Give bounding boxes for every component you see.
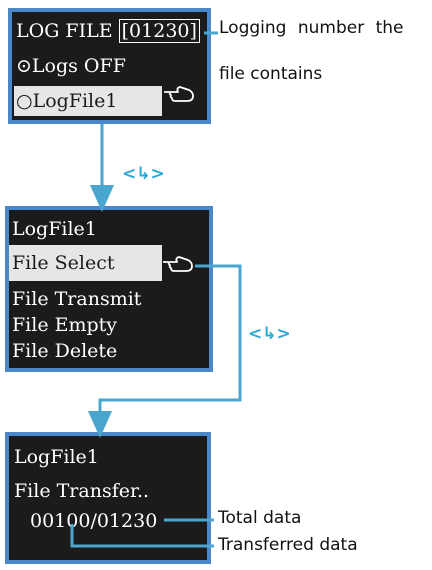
transferred-data-note: Transferred data xyxy=(218,535,358,555)
logging-number-note-line1: Logging number the xyxy=(219,18,404,38)
transfer-status: File Transfer.. xyxy=(14,480,150,502)
transfer-title: LogFile1 xyxy=(14,446,99,468)
menu-item-file-empty[interactable]: File Empty xyxy=(12,314,118,336)
log-count: [01230] xyxy=(118,19,200,43)
log-file-title: LOG FILE [01230] xyxy=(16,19,200,43)
logging-number-note-line2: file contains xyxy=(219,64,323,84)
enter-key-label-1: <↳> xyxy=(122,164,165,184)
menu-item-file-delete[interactable]: File Delete xyxy=(12,340,118,362)
transferred-data-leader xyxy=(70,524,214,548)
arrow-file-select-to-transfer xyxy=(88,264,242,438)
transfer-progress: 00100/01230 xyxy=(30,510,158,532)
menu-title: LogFile1 xyxy=(12,218,97,240)
logs-off-option[interactable]: ⊙Logs OFF xyxy=(16,55,126,77)
enter-key-label-2: <↳> xyxy=(248,324,291,344)
logfile1-option[interactable]: ○LogFile1 xyxy=(14,86,162,116)
menu-item-file-transmit[interactable]: File Transmit xyxy=(12,288,142,310)
menu-item-file-select[interactable]: File Select xyxy=(9,245,162,281)
total-data-note: Total data xyxy=(218,508,302,528)
screen1-title: LOG FILE xyxy=(16,20,113,42)
pointing-hand-icon xyxy=(163,256,193,272)
pointing-hand-icon xyxy=(164,86,194,102)
